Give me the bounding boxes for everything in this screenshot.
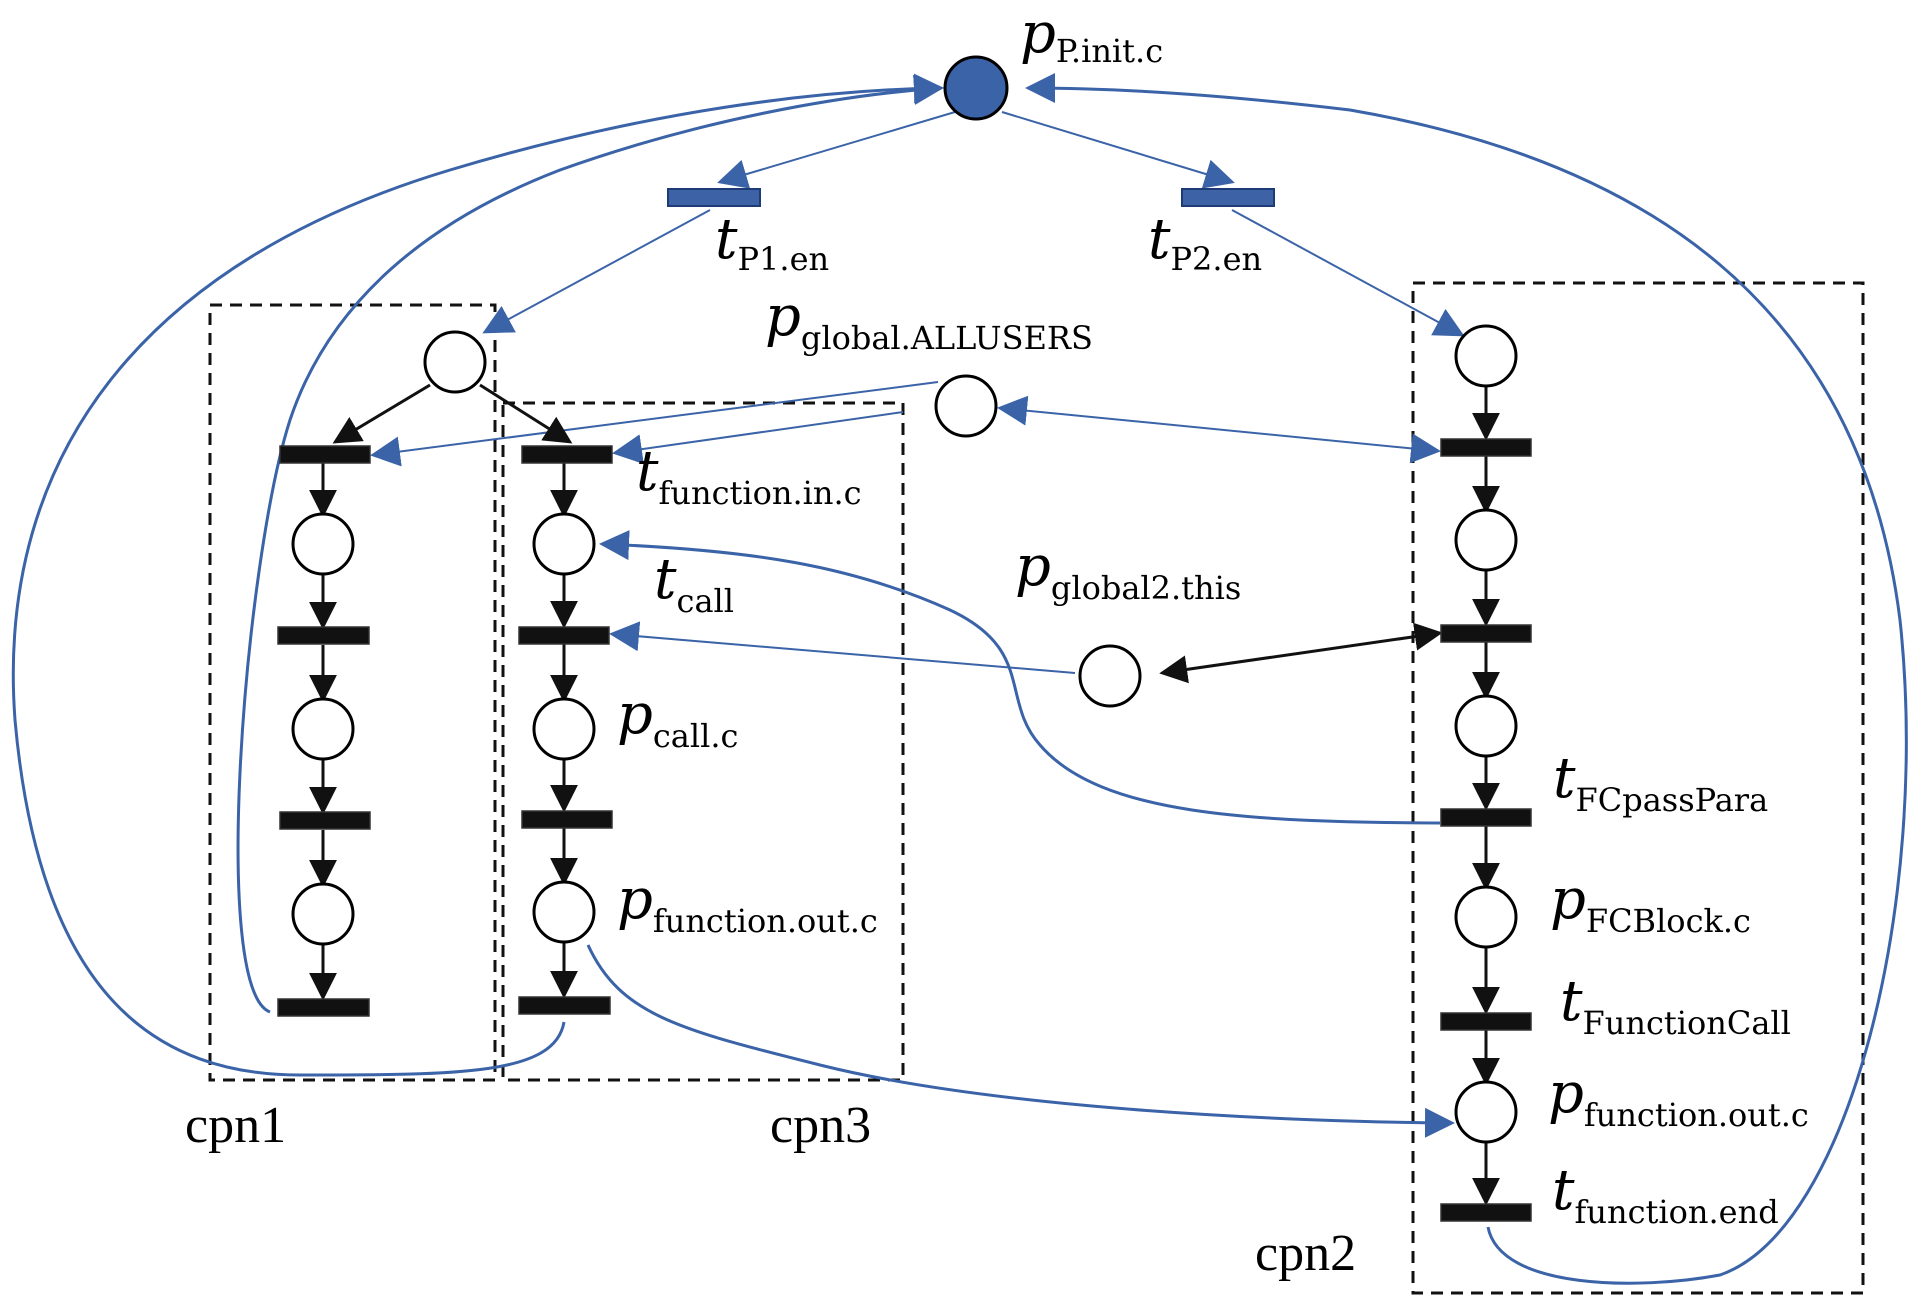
cpn3-place-call bbox=[532, 697, 596, 761]
label-t-fcpasspara: tFCpassPara bbox=[1553, 746, 1768, 819]
cpn2-start-place bbox=[1454, 324, 1518, 388]
arc-tp1-to-cpn1-start bbox=[482, 209, 711, 334]
cpn3-transition-4 bbox=[518, 996, 611, 1015]
label-cpn1: cpn1 bbox=[185, 1097, 286, 1154]
cpn1-transition-4 bbox=[277, 998, 370, 1017]
arc-init-to-tp1 bbox=[717, 111, 956, 189]
label-cpn2: cpn2 bbox=[1255, 1225, 1356, 1282]
cpn2-transition-fcpasspara bbox=[1440, 808, 1532, 827]
cpn2-transition-1 bbox=[1440, 438, 1532, 457]
cpn2-box bbox=[1411, 281, 1865, 1295]
arc-global-to-cpn1-t bbox=[370, 381, 939, 467]
arc-tp2-to-cpn2-start bbox=[1231, 209, 1465, 337]
place-p-global-allusers bbox=[934, 374, 998, 438]
cpn3-transition-3 bbox=[521, 810, 613, 829]
label-p-function-out-cpn2: pfunction.out.c bbox=[1548, 1061, 1809, 1134]
cpn3-place-function-out bbox=[532, 880, 596, 944]
label-p-call: pcall.c bbox=[617, 682, 738, 755]
transition-t-p2-en bbox=[1181, 188, 1275, 207]
arc-global-to-cpn3-t bbox=[612, 411, 904, 465]
cpn2-transition-2 bbox=[1440, 624, 1532, 643]
label-t-p2-en: tP2.en bbox=[1148, 207, 1262, 278]
place-p-init bbox=[943, 55, 1009, 121]
transition-t-p1-en bbox=[667, 188, 761, 207]
label-p-function-out-cpn3: pfunction.out.c bbox=[617, 867, 878, 940]
cpn1-transition-2 bbox=[277, 626, 370, 645]
cpn3-transition-function-in bbox=[521, 445, 613, 464]
arc-cpn1-end-to-init bbox=[236, 74, 944, 1014]
label-p-global-allusers: pglobal.ALLUSERS bbox=[765, 284, 1093, 357]
arc-global-to-cpn2-t bbox=[997, 395, 1441, 464]
cpn1-place-3 bbox=[291, 882, 355, 946]
cpn2-transition-functioncall bbox=[1440, 1012, 1532, 1031]
cpn3-box bbox=[501, 401, 905, 1082]
arc-cpn1-start-to-t3 bbox=[479, 383, 573, 444]
label-t-function-in: tfunction.in.c bbox=[636, 439, 862, 512]
label-t-call: tcall bbox=[654, 547, 734, 620]
cpn1-box bbox=[208, 303, 497, 1082]
cpn2-place-function-out bbox=[1454, 1080, 1518, 1144]
cpn2-transition-function-end bbox=[1440, 1203, 1532, 1222]
arc-init-to-tp2 bbox=[1001, 111, 1235, 189]
arc-global2-to-tcall bbox=[609, 621, 1076, 674]
label-p-global2-this: pglobal2.this bbox=[1015, 534, 1241, 607]
arc-cpn2-end-to-init bbox=[1025, 73, 1908, 1285]
cpn1-place-1 bbox=[291, 512, 355, 576]
cpn3-transition-call bbox=[518, 626, 610, 645]
label-cpn3: cpn3 bbox=[770, 1097, 871, 1154]
cpn1-transition-1 bbox=[279, 445, 371, 464]
cpn1-transition-3 bbox=[279, 811, 371, 830]
place-p-global2-this bbox=[1078, 644, 1142, 708]
cpn2-place-1 bbox=[1454, 508, 1518, 572]
label-t-p1-en: tP1.en bbox=[715, 207, 829, 278]
cpn1-start-place bbox=[423, 330, 487, 394]
cpn2-place-2 bbox=[1454, 694, 1518, 758]
cpn1-place-2 bbox=[291, 697, 355, 761]
arc-fcpasspara-to-cpn3-place bbox=[599, 530, 1441, 825]
arc-global2-to-cpn2-t bbox=[1159, 622, 1443, 684]
cpn2-place-fcblock bbox=[1454, 885, 1518, 949]
label-t-functioncall: tFunctionCall bbox=[1560, 969, 1791, 1042]
arc-cpn1-start-to-t1 bbox=[332, 383, 431, 444]
arc-cpn3-end-to-init bbox=[11, 73, 944, 1077]
label-t-function-end: tfunction.end bbox=[1552, 1158, 1779, 1231]
cpn3-place-1 bbox=[532, 512, 596, 576]
label-p-init: pP.init.c bbox=[1020, 1, 1163, 70]
label-p-fcblock: pFCBlock.c bbox=[1550, 867, 1751, 940]
arc-cpn3-out-to-cpn2-out bbox=[586, 944, 1455, 1138]
